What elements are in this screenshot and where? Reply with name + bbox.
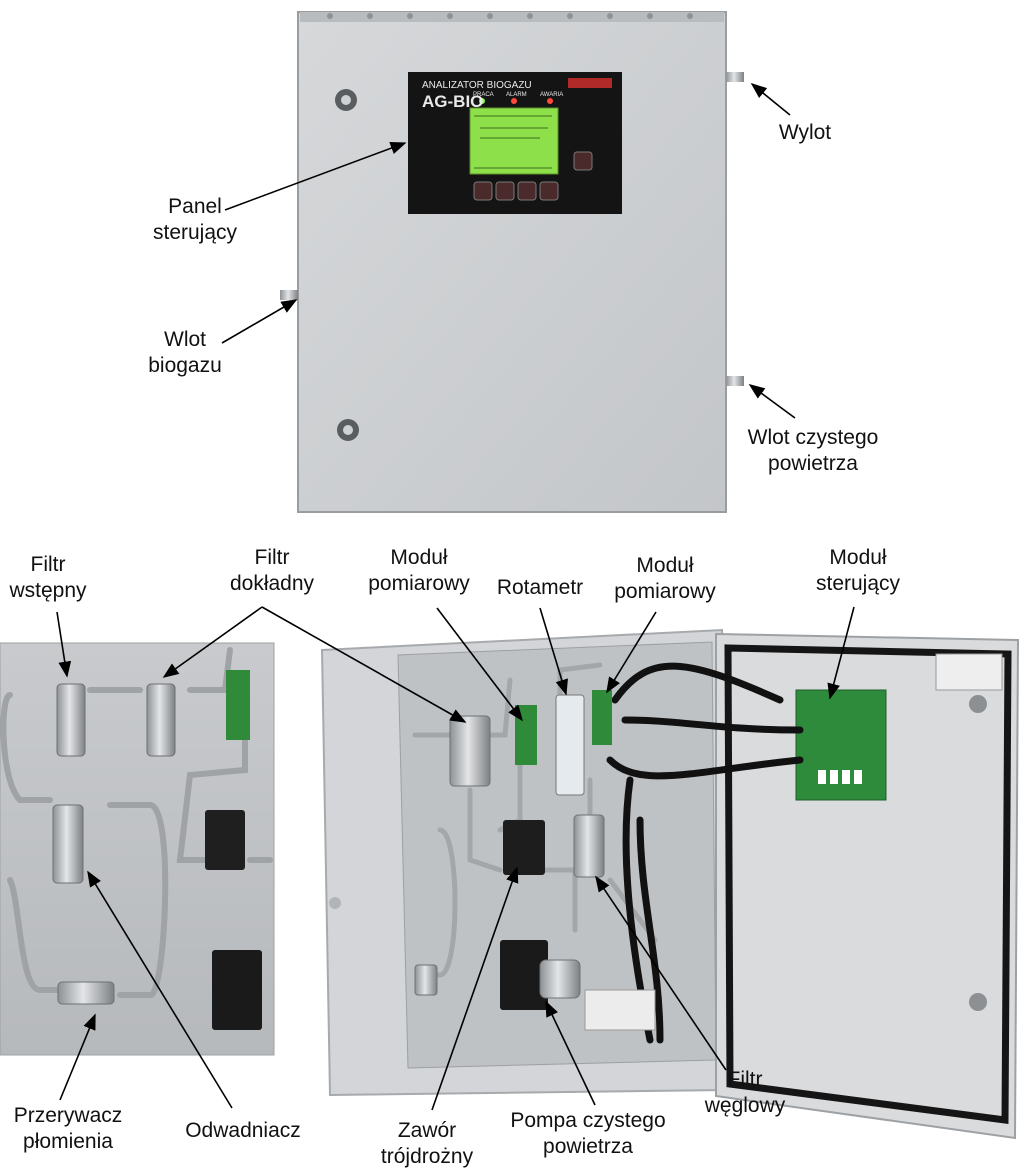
label-panel-sterujacy: Panel sterujący — [152, 195, 238, 244]
label-modul-pomiarowy-2: Moduł pomiarowy — [614, 554, 716, 603]
closed-cabinet — [280, 11, 744, 513]
label-wlot-czystego-powietrza: Wlot czystego powietrza — [747, 426, 879, 475]
panel-title: ANALIZATOR BIOGAZU — [422, 80, 532, 91]
label-wlot-biogazu: Wlot biogazu — [148, 328, 222, 377]
panel-model: AG-BIO — [422, 92, 484, 111]
label-filtr-wstepny: Filtr wstępny — [9, 553, 87, 602]
label-filtr-dokladny: Filtr dokładny — [229, 546, 315, 595]
label-rotametr: Rotametr — [496, 576, 584, 599]
label-pompa-czystego-powietrza: Pompa czystego powietrza — [510, 1109, 666, 1158]
label-modul-pomiarowy-1: Moduł pomiarowy — [368, 546, 470, 595]
open-cabinet — [320, 628, 1020, 1140]
label-przerywacz-plomienia: Przerywacz płomienia — [13, 1104, 123, 1153]
indicator-praca: PRACA — [473, 92, 494, 98]
indicator-alarm: ALARM — [506, 92, 527, 98]
indicator-awaria: AWARIA — [540, 92, 564, 98]
label-odwadniacz: Odwadniacz — [185, 1119, 301, 1142]
label-modul-sterujacy: Moduł sterujący — [815, 546, 901, 595]
piping-closeup — [0, 642, 275, 1056]
leader-lines — [56, 82, 855, 1111]
label-zawor-trojdrozny: Zawór trójdrożny — [380, 1119, 474, 1168]
label-wylot: Wylot — [778, 121, 832, 144]
label-filtr-weglowy: Filtr węglowy — [704, 1068, 786, 1117]
